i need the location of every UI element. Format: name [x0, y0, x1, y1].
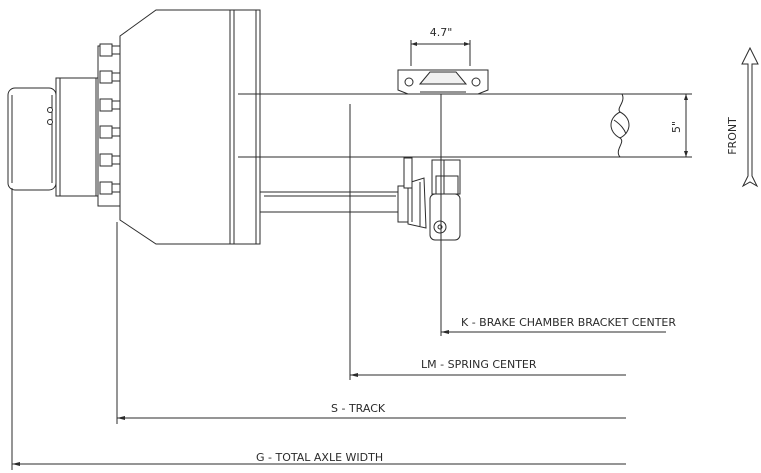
- brake-chamber-dimension: K - BRAKE CHAMBER BRACKET CENTER: [440, 94, 676, 336]
- brake-chamber-label: K - BRAKE CHAMBER BRACKET CENTER: [461, 316, 676, 329]
- pad-width-label: 4.7": [430, 26, 453, 39]
- tube-height-dimension: 5": [664, 93, 692, 158]
- axle-tube: [238, 93, 686, 158]
- camshaft: [259, 191, 401, 213]
- track-dimension: S - TRACK: [116, 222, 626, 424]
- total-width-label: G - TOTAL AXLE WIDTH: [256, 451, 383, 464]
- spring-center-label: LM - SPRING CENTER: [421, 358, 537, 371]
- hub-cap: [7, 87, 57, 191]
- stud-nut: [99, 98, 121, 112]
- stud-nut: [99, 70, 121, 84]
- stud-nut: [99, 43, 121, 57]
- stud-nut: [99, 181, 121, 195]
- hub-body: [55, 77, 101, 197]
- slack-adjuster: [397, 157, 427, 229]
- stud-nut: [99, 153, 121, 167]
- front-label: FRONT: [726, 117, 739, 155]
- spring-seat-pad: [397, 69, 489, 95]
- brake-drum: [119, 9, 261, 245]
- wheel-studs: [97, 43, 121, 207]
- tube-height-label: 5": [670, 121, 683, 133]
- pad-width-dimension: 4.7": [410, 26, 471, 66]
- spring-center-dimension: LM - SPRING CENTER: [349, 104, 626, 380]
- front-arrow: FRONT: [726, 46, 759, 188]
- total-width-dimension: G - TOTAL AXLE WIDTH: [11, 188, 626, 470]
- stud-nut: [99, 125, 121, 139]
- track-label: S - TRACK: [331, 402, 386, 415]
- brake-chamber-bracket: [429, 159, 461, 241]
